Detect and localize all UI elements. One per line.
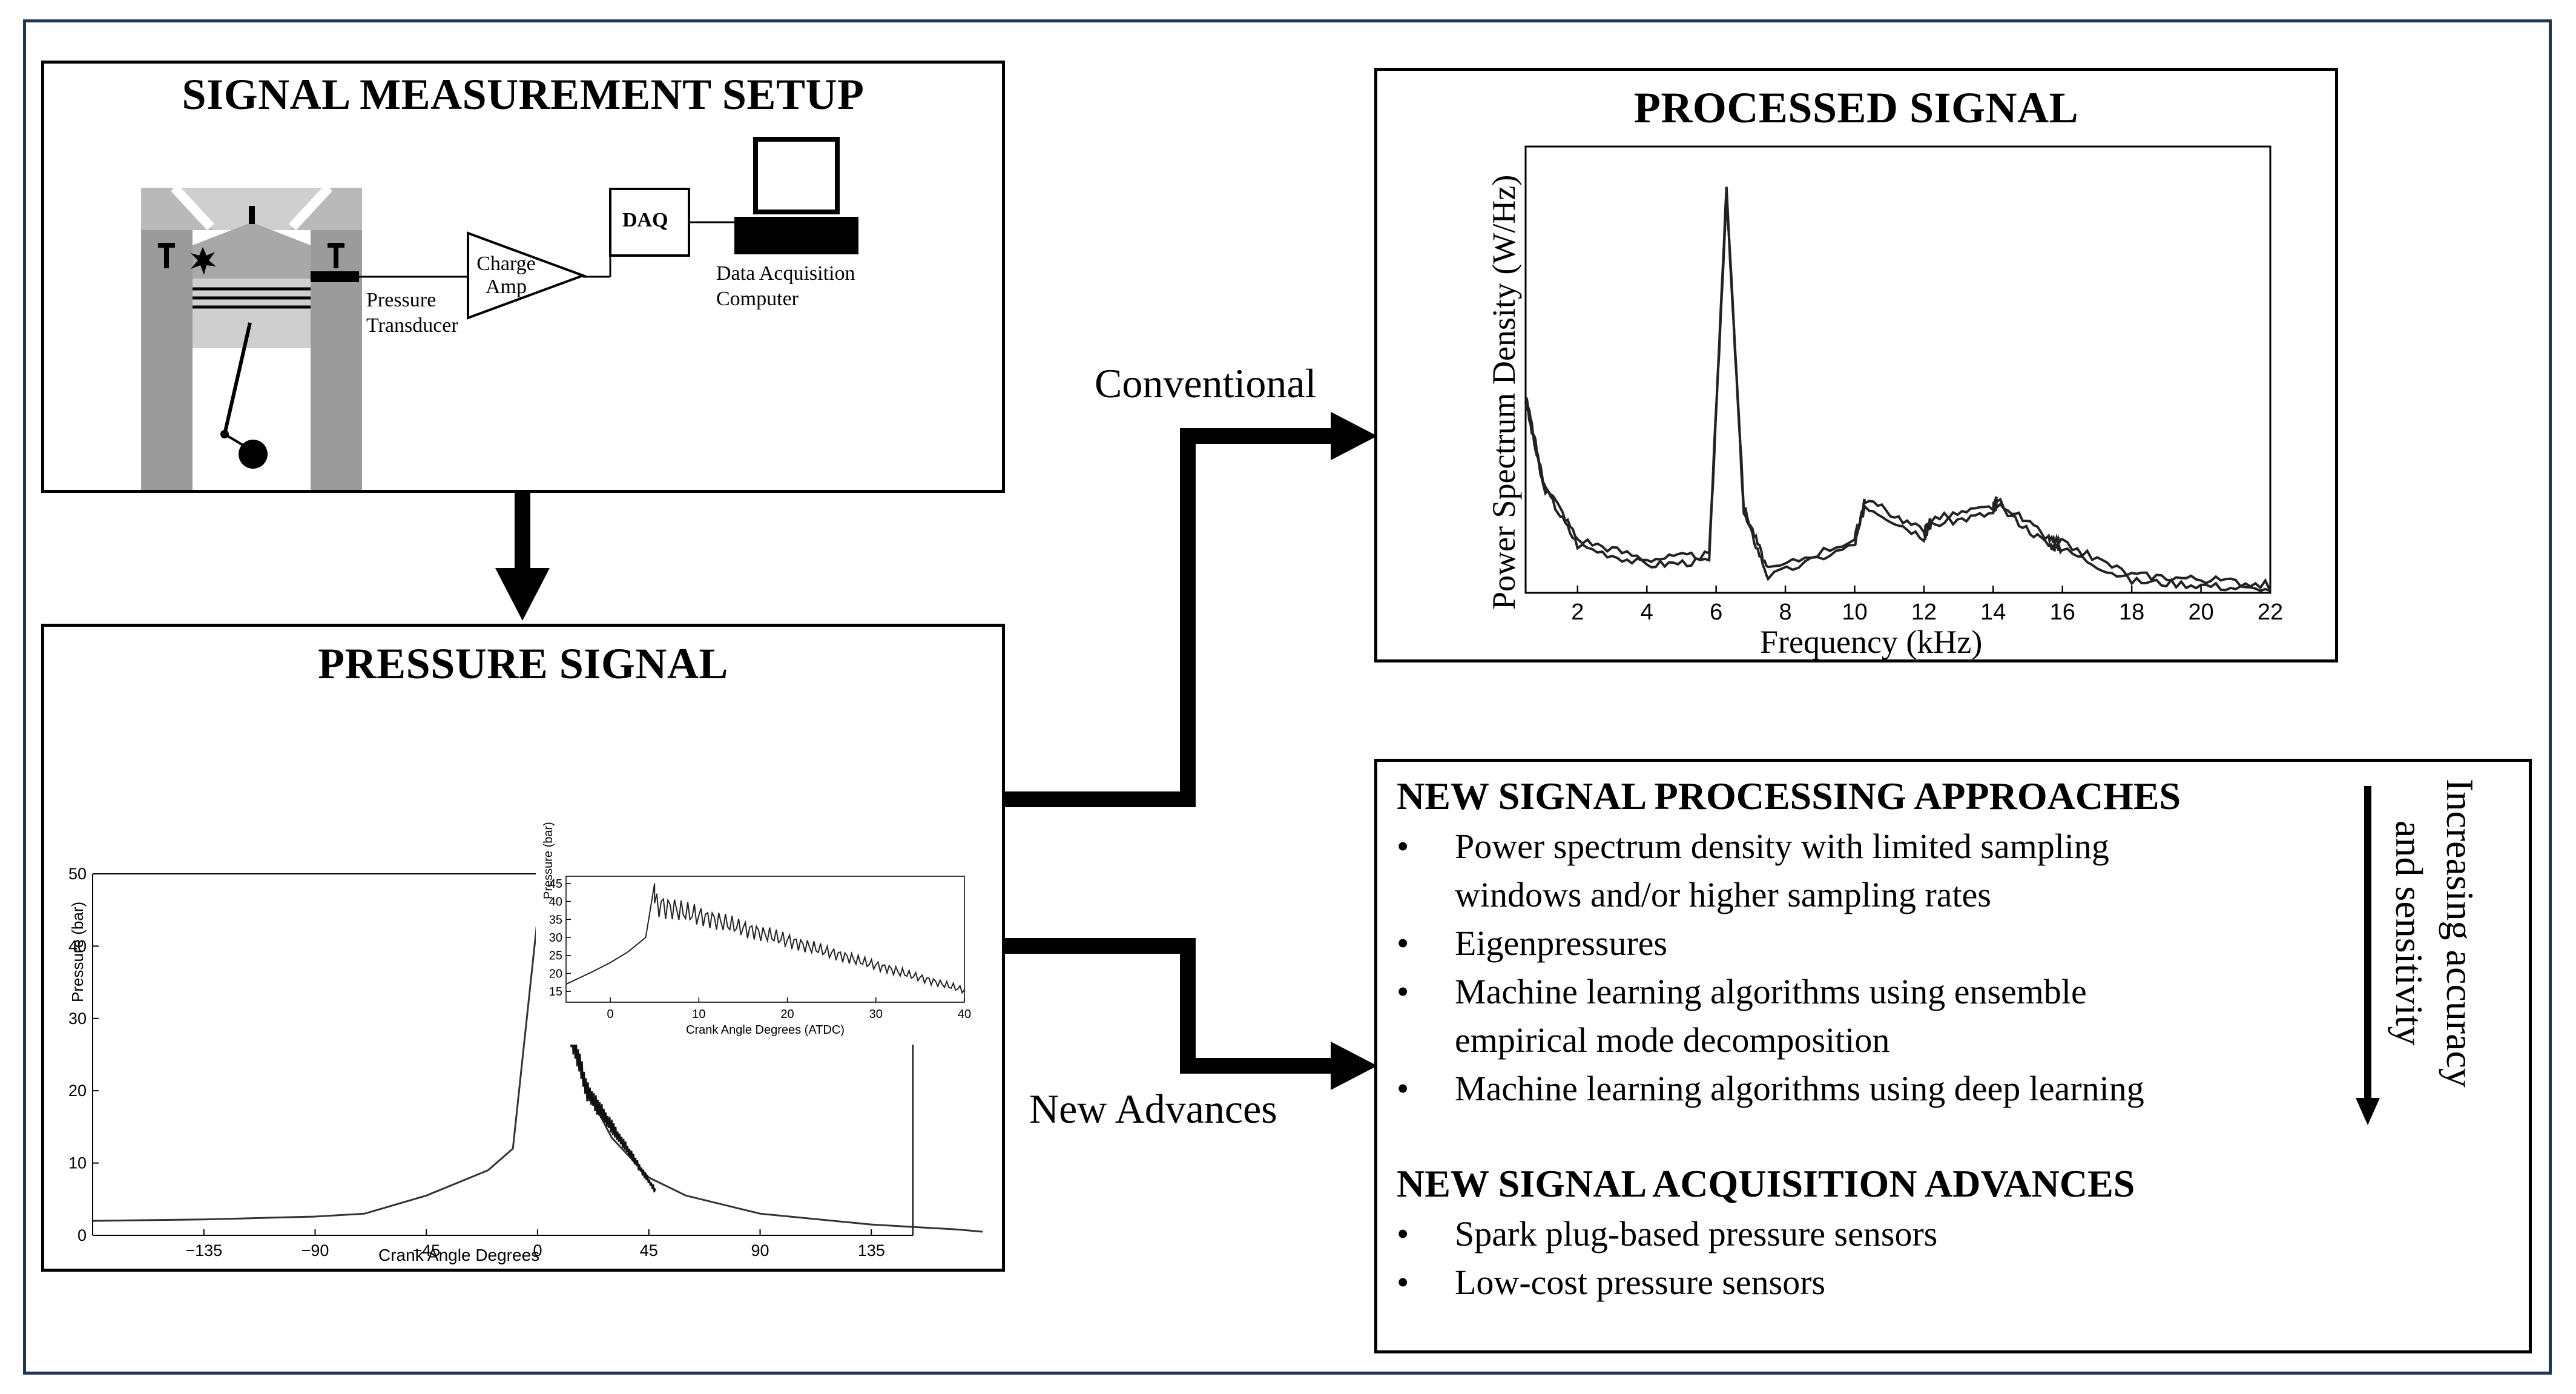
psd-line-2	[1524, 187, 2271, 592]
inset-y-tick-label: 45	[549, 877, 562, 891]
outer-frame	[23, 19, 2552, 1375]
main-x-tick-label: −45	[412, 1241, 440, 1260]
spark-icon	[191, 247, 216, 275]
inset-x-tick-label: 20	[780, 1008, 794, 1021]
psd-x-tick-label: 14	[1980, 600, 2006, 625]
main-x-tick-label: 0	[533, 1241, 542, 1260]
psd-x-tick-label: 18	[2119, 600, 2144, 625]
psd-x-tick-label: 12	[1911, 600, 1937, 625]
inset-x-tick-label: 10	[692, 1008, 705, 1021]
inset-x-tick-label: 30	[869, 1008, 883, 1021]
processed-box: PROCESSED SIGNAL 2 4 6 8 10 12 14 16 18 20 22 Powe…	[1374, 68, 2338, 662]
acquisition-advances-heading: NEW SIGNAL ACQUISITION ADVANCES	[1397, 1162, 2135, 1205]
conventional-label: Conventional	[1095, 360, 1317, 406]
pressure-title: PRESSURE SIGNAL	[318, 639, 728, 688]
psd-x-tick-label: 16	[2050, 600, 2075, 625]
inset-background	[536, 858, 983, 1045]
main-y-tick-label: 0	[77, 1226, 87, 1244]
setup-title: SIGNAL MEASUREMENT SETUP	[182, 70, 865, 119]
psd-ylabel: Power Spectrum Density (W/Hz)	[1486, 174, 1522, 610]
inset-xlabel: Crank Angle Degrees (ATDC)	[686, 1023, 845, 1037]
main-y-tick-label: 30	[68, 1009, 87, 1028]
psd-x-tick-label: 20	[2188, 600, 2213, 625]
psd-x-tick-label: 10	[1842, 600, 1867, 625]
main-y-tick-label: 50	[68, 865, 87, 883]
inset-y-tick-label: 15	[549, 985, 562, 999]
processed-title: PROCESSED SIGNAL	[1633, 84, 2079, 132]
main-y-tick-label: 40	[68, 937, 87, 955]
psd-x-tick-label: 4	[1641, 600, 1653, 625]
inset-ylabel: Pressure (bar)	[542, 822, 555, 899]
inset-y-tick-label: 40	[549, 896, 562, 909]
main-x-tick-label: −135	[185, 1241, 222, 1260]
inset-frame	[565, 876, 965, 1003]
pressure-box: PRESSURE SIGNAL −135 −90 −45 0 45 90 135 0 10 20 3…	[41, 624, 1005, 1272]
processing-approaches-heading: NEW SIGNAL PROCESSING APPROACHES	[1397, 775, 2181, 818]
inset-y-tick-label: 30	[549, 931, 562, 945]
psd-chart: 2 4 6 8 10 12 14 16 18 20 22	[1524, 145, 2283, 625]
new-advances-label: New Advances	[1029, 1086, 1277, 1132]
engine-setup-diagram	[141, 137, 858, 490]
psd-x-tick-label: 8	[1779, 600, 1791, 625]
setup-box: SIGNAL MEASUREMENT SETUP	[41, 61, 1005, 493]
psd-x-tick-label: 22	[2258, 600, 2283, 625]
main-y-tick-label: 20	[68, 1082, 87, 1100]
main-x-tick-label: 45	[640, 1241, 658, 1260]
inset-x-tick-label: 0	[607, 1008, 614, 1021]
approaches-box: NEW SIGNAL PROCESSING APPROACHES • Power…	[1374, 759, 2532, 1353]
main-x-tick-label: 90	[751, 1241, 769, 1260]
psd-line-1	[1524, 198, 2271, 592]
main-y-tick-label: 10	[68, 1154, 87, 1172]
daq-label: DAQ	[622, 209, 668, 231]
inset-x-tick-label: 40	[958, 1008, 971, 1021]
psd-xlabel: Frequency (kHz)	[1760, 624, 1983, 660]
inset-y-tick-label: 35	[549, 913, 562, 927]
psd-x-tick-label: 2	[1571, 600, 1584, 625]
main-x-tick-label: −90	[301, 1241, 329, 1260]
main-xlabel: Crank Angle Degrees	[378, 1246, 540, 1264]
psd-frame	[1524, 145, 2271, 594]
inset-y-tick-label: 25	[549, 950, 562, 963]
inset-y-tick-label: 20	[549, 967, 562, 980]
inset-pressure-line	[565, 883, 965, 994]
pressure-inset-chart: 0 10 20 30 40 15 20 25 30 35 40 45	[536, 858, 983, 1045]
psd-x-tick-label: 6	[1710, 600, 1722, 625]
main-x-tick-label: 135	[858, 1241, 885, 1260]
